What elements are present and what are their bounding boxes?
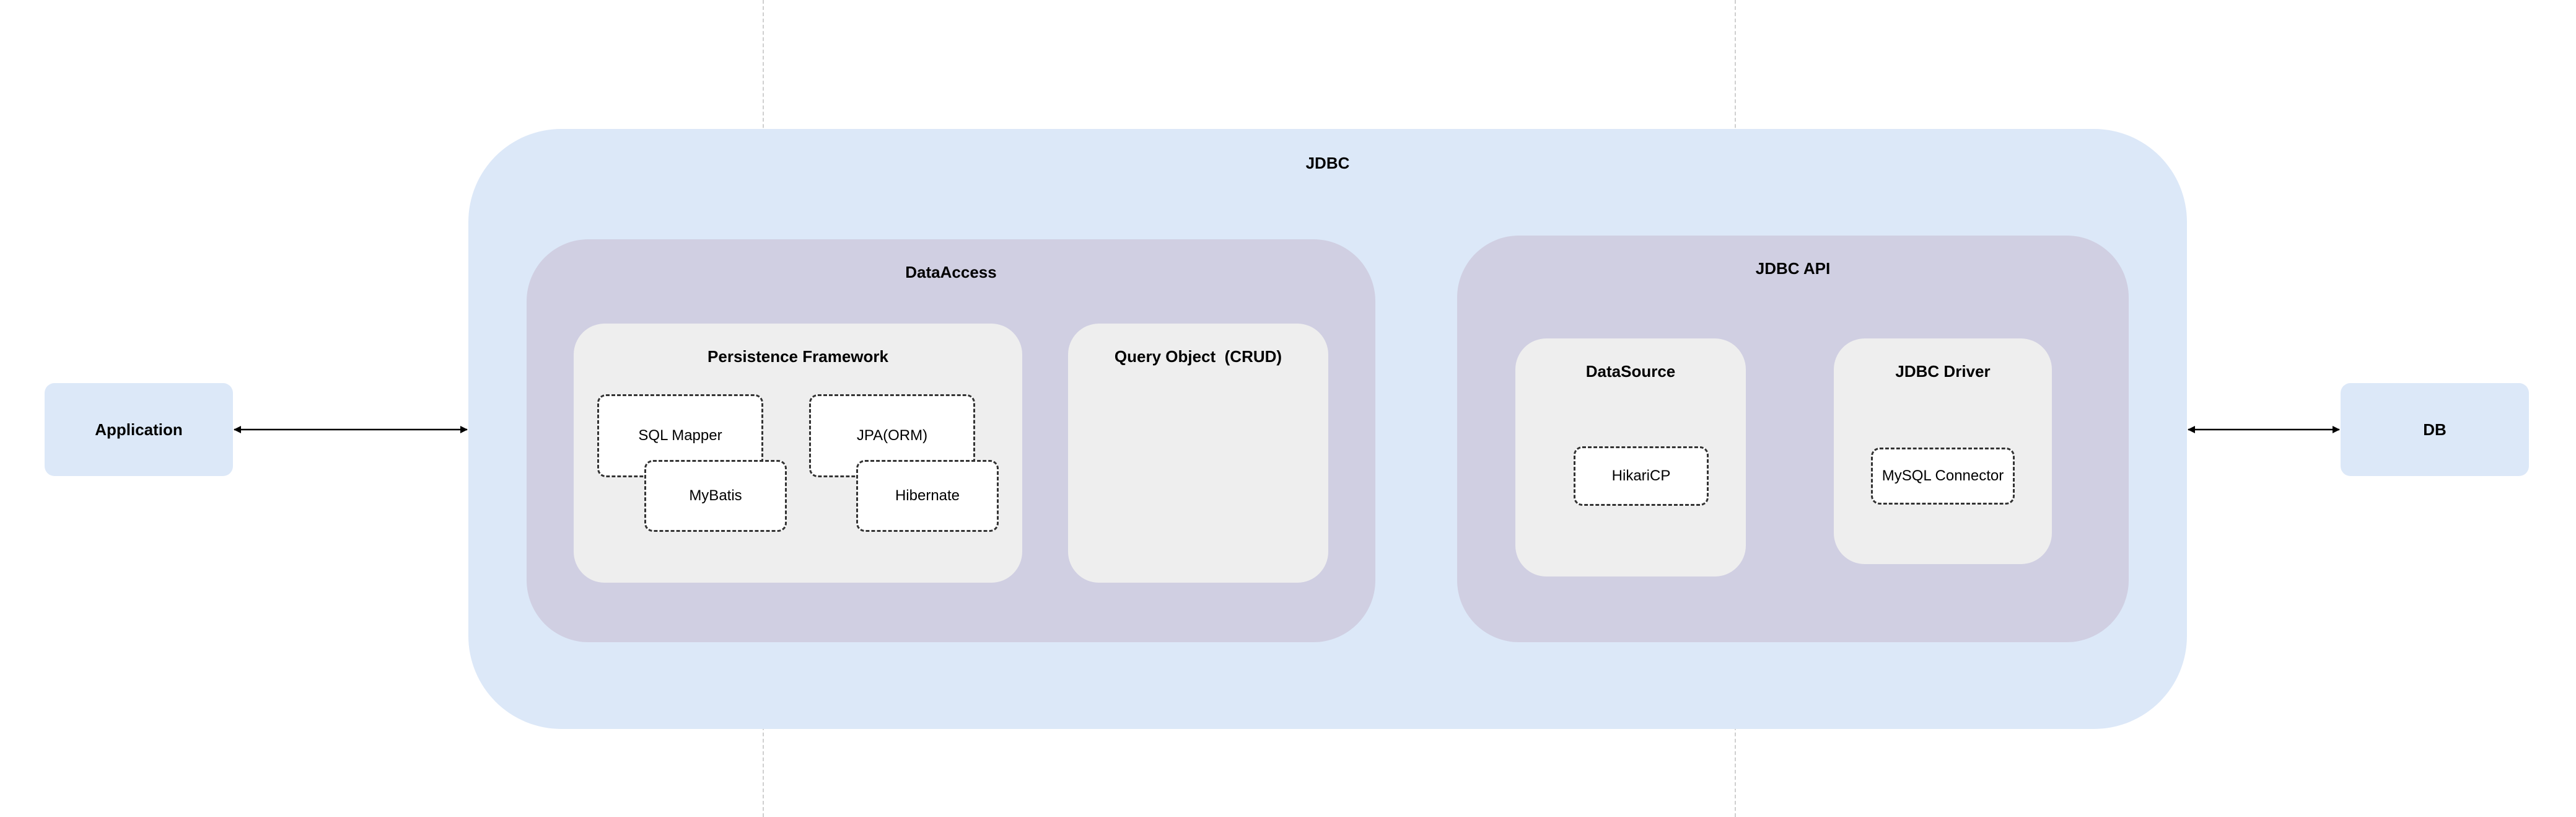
mybatis-box: MyBatis [644, 460, 787, 532]
query-object-box: Query Object (CRUD) [1068, 324, 1328, 583]
db-label: DB [2423, 420, 2447, 439]
jpa-label: JPA(ORM) [856, 427, 928, 444]
mybatis-label: MyBatis [689, 487, 742, 504]
hikaricp-box: HikariCP [1574, 446, 1709, 506]
datasource-title: DataSource [1585, 362, 1676, 381]
jdbc-api-title: JDBC API [1755, 259, 1831, 278]
application-label: Application [95, 420, 183, 439]
mysql-connector-box: MySQL Connector [1871, 448, 2015, 505]
mysql-connector-label: MySQL Connector [1882, 467, 2004, 484]
query-object-title: Query Object (CRUD) [1114, 347, 1282, 366]
hibernate-label: Hibernate [895, 487, 960, 504]
application-node: Application [45, 383, 233, 476]
persistence-framework-title: Persistence Framework [708, 347, 888, 366]
hikaricp-label: HikariCP [1611, 467, 1671, 484]
jdbc-title: JDBC [1305, 154, 1350, 172]
data-access-title: DataAccess [905, 263, 997, 281]
db-node: DB [2341, 383, 2529, 476]
hibernate-box: Hibernate [856, 460, 999, 532]
sql-mapper-label: SQL Mapper [638, 427, 722, 444]
jdbc-driver-title: JDBC Driver [1895, 362, 1991, 381]
